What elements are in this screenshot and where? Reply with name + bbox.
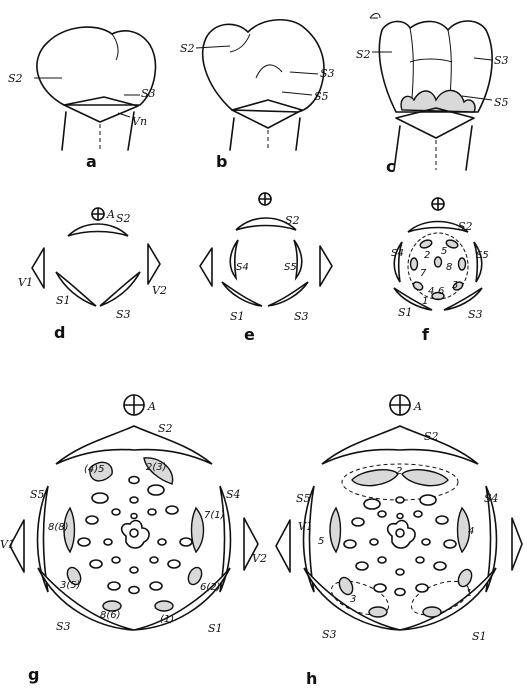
panel-e-diagram [200,193,332,306]
number-7: 7 [420,268,427,279]
number-h-2: 2 [396,466,402,477]
label-v1: V1 [0,538,15,551]
number-5: 5 [441,246,447,257]
number-g-6-2: 6(2) [200,582,221,593]
label-s4: S4 [226,488,241,501]
label-s3: S3 [494,54,509,67]
label-s5: S5 [494,96,509,109]
number-g-8-8: 8(8) [48,522,69,533]
label-s2: S2 [458,220,473,233]
number-h-1: 1 [466,588,472,599]
number-2: 2 [424,250,430,261]
panel-c-bud [370,14,492,171]
label-s3: S3 [322,628,337,641]
label-s1: S1 [472,630,487,643]
label-v2: V2 [152,284,167,297]
label-axis: A [147,400,156,413]
label-s3: S3 [468,308,483,321]
label-s2: S2 [285,214,300,227]
label-s1: S1 [56,294,71,307]
label-s2: S2 [8,72,23,85]
label-s5: S5 [30,488,45,501]
label-axis: A [106,208,115,221]
panel-label-h: h [306,669,317,688]
label-s4: S4 [391,248,404,259]
number-6: 6 [438,286,444,297]
label-vn: Vn [132,115,147,128]
panel-label-e: e [244,325,255,344]
label-s3: S3 [141,87,156,100]
label-axis: A [413,400,422,413]
number-8: 8 [446,262,452,273]
panel-label-a: a [86,152,97,171]
panel-a-bud [34,27,155,150]
label-s5: S5 [284,262,297,273]
label-v2: V2 [252,552,267,565]
number-h-4: 4 [468,526,474,537]
number-h-3: 3 [350,594,356,605]
label-v1: V1 [298,520,313,533]
number-3: 3 [452,280,458,291]
panel-label-g: g [28,665,39,684]
number-4: 4 [428,286,434,297]
panel-label-d: d [54,323,65,342]
number-g-8-6: 8(6) [100,610,121,621]
number-h-5: 5 [318,536,324,547]
label-s1: S1 [398,306,413,319]
number-g-1: (1) [160,614,174,625]
number-g-7-1: 7(1) [204,510,225,521]
label-s2: S2 [158,422,173,435]
label-s1: S1 [230,310,245,323]
label-s4: S4 [236,262,249,273]
label-s2: S2 [356,48,371,61]
label-s3: S3 [320,67,335,80]
label-s2: S2 [116,212,131,225]
label-s3: S3 [294,310,309,323]
label-s2: S2 [180,42,195,55]
number-g-4-5: (4)5 [84,464,105,475]
label-v1: V1 [18,276,33,289]
number-g-3-5: 3(5) [60,580,81,591]
number-1: 1 [422,296,428,307]
number-g-2-3: 2(3) [146,462,167,473]
panel-label-b: b [216,152,227,171]
panel-h-diagram [276,395,522,630]
label-s5: S5 [476,250,489,261]
panel-label-c: c [386,157,395,176]
label-s3: S3 [56,620,71,633]
panel-b-bud [196,20,324,150]
label-s2: S2 [424,430,439,443]
label-s5: S5 [314,90,329,103]
label-s1: S1 [208,622,223,635]
label-s4: S4 [484,492,499,505]
panel-d-diagram [32,208,160,306]
panel-label-f: f [422,325,430,344]
label-s3: S3 [116,308,131,321]
label-s5: S5 [296,492,311,505]
